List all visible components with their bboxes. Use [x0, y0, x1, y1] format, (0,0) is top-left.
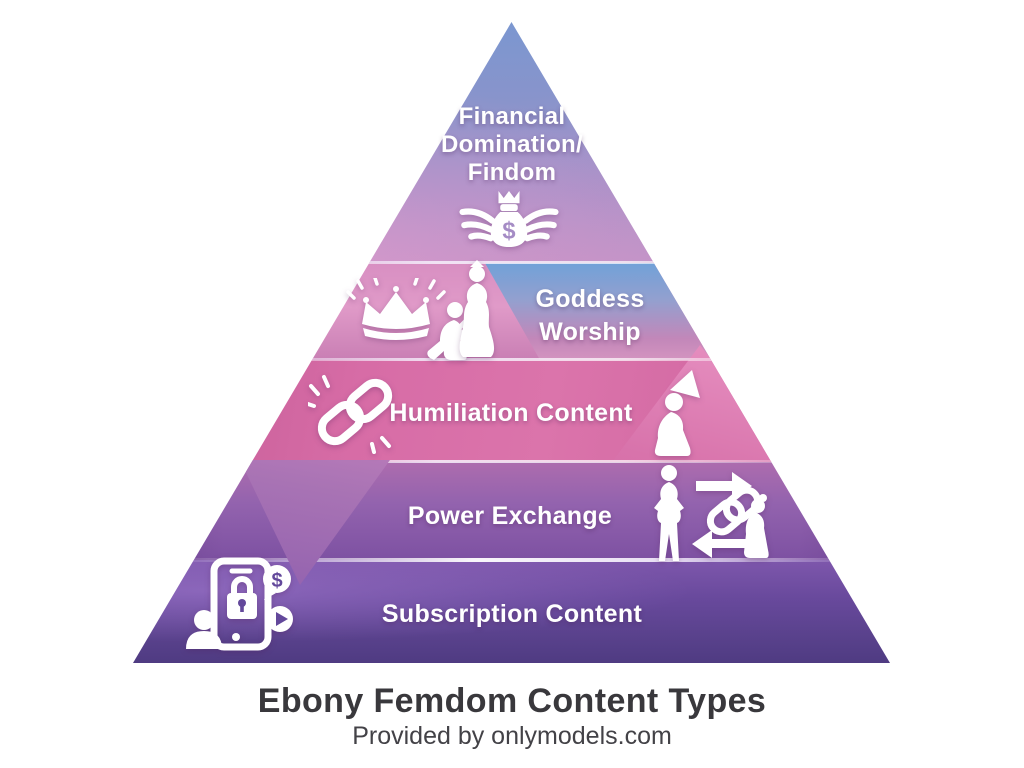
band-seam [133, 460, 890, 463]
chain-link-icon [308, 375, 393, 454]
page-subtitle: Provided by onlymodels.com [352, 722, 672, 750]
band-seam [133, 261, 890, 264]
svg-text:$: $ [502, 218, 515, 244]
label-line: Findom [467, 158, 557, 186]
label-line: Financial [458, 103, 566, 130]
winged-money-bag-icon: $ [459, 190, 559, 248]
label-line: Domination/ [441, 130, 583, 158]
band-seam [133, 558, 890, 562]
label-line: Worship [539, 317, 641, 346]
band-seam [133, 358, 890, 361]
locked-phone-subscription-icon: $ [186, 557, 293, 651]
crown-rays-icon [346, 278, 446, 340]
dunce-cap-kneeling-icon [654, 370, 700, 456]
level-label-power-exchange: Power Exchange [407, 502, 613, 530]
dominant-woman-icon exchange-arrows-chain-icon kneeling-submissive-icon [654, 465, 769, 561]
label-line: Goddess [535, 285, 645, 313]
level-label-humiliation-content: Humiliation Content [389, 399, 633, 427]
level-label-financial-domination: Financial Domination/ Findom [397, 103, 627, 186]
page-title: Ebony Femdom Content Types [257, 682, 767, 720]
goddess-figure-icon [459, 260, 495, 357]
svg-text:$: $ [271, 570, 282, 592]
level-label-subscription-content: Subscription Content [381, 600, 643, 628]
level-label-goddess-worship: Goddess Worship [505, 283, 675, 348]
